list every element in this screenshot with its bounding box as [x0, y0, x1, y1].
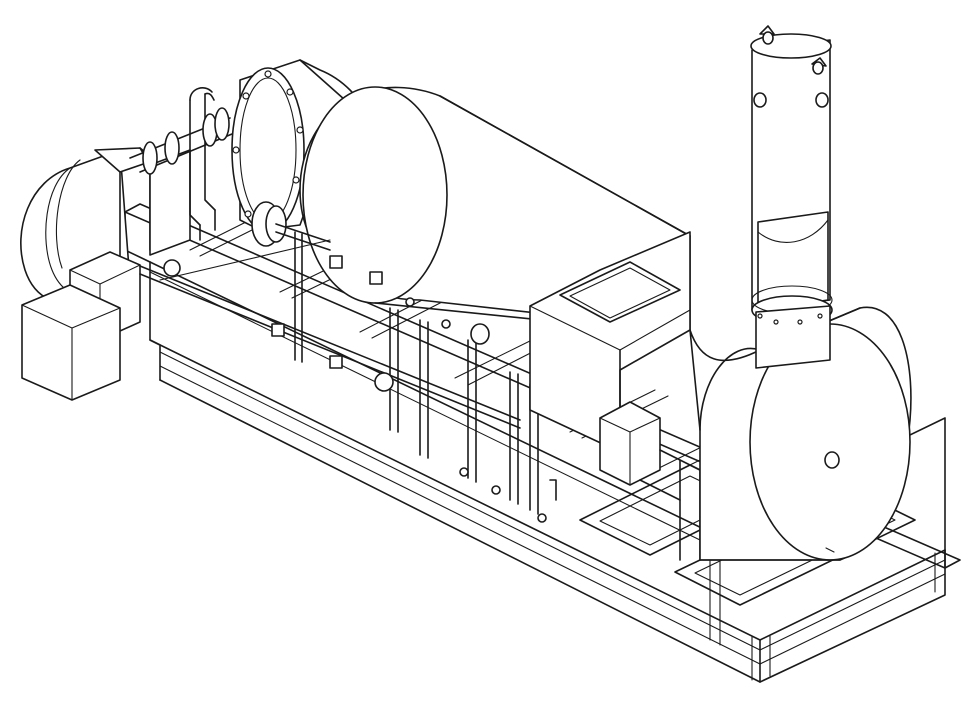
exhaust-stack — [750, 25, 833, 369]
flange-1 — [142, 141, 158, 175]
pressure-gauge-3 — [470, 323, 490, 345]
pressure-gauge-1 — [163, 259, 181, 277]
flanged-inlet-piping — [129, 87, 233, 241]
flange-2 — [164, 131, 180, 165]
stack-port-1 — [753, 92, 767, 108]
valve-1 — [329, 255, 343, 269]
flange-4 — [214, 107, 230, 141]
rear-vessel — [689, 306, 912, 561]
combustion-chamber-end — [231, 59, 366, 233]
valve-3 — [271, 323, 285, 337]
pressure-gauge-2 — [374, 372, 394, 392]
control-panels — [529, 231, 701, 561]
main-cylindrical-vessel — [251, 86, 691, 331]
valve-2 — [369, 271, 383, 285]
stack-port-2 — [815, 92, 829, 108]
rear-vessel-nozzle — [824, 451, 840, 469]
burner-blower-assembly — [20, 147, 191, 401]
vessel-front-head — [302, 86, 448, 304]
valve-4 — [329, 355, 343, 369]
instrument-piping — [139, 231, 557, 523]
